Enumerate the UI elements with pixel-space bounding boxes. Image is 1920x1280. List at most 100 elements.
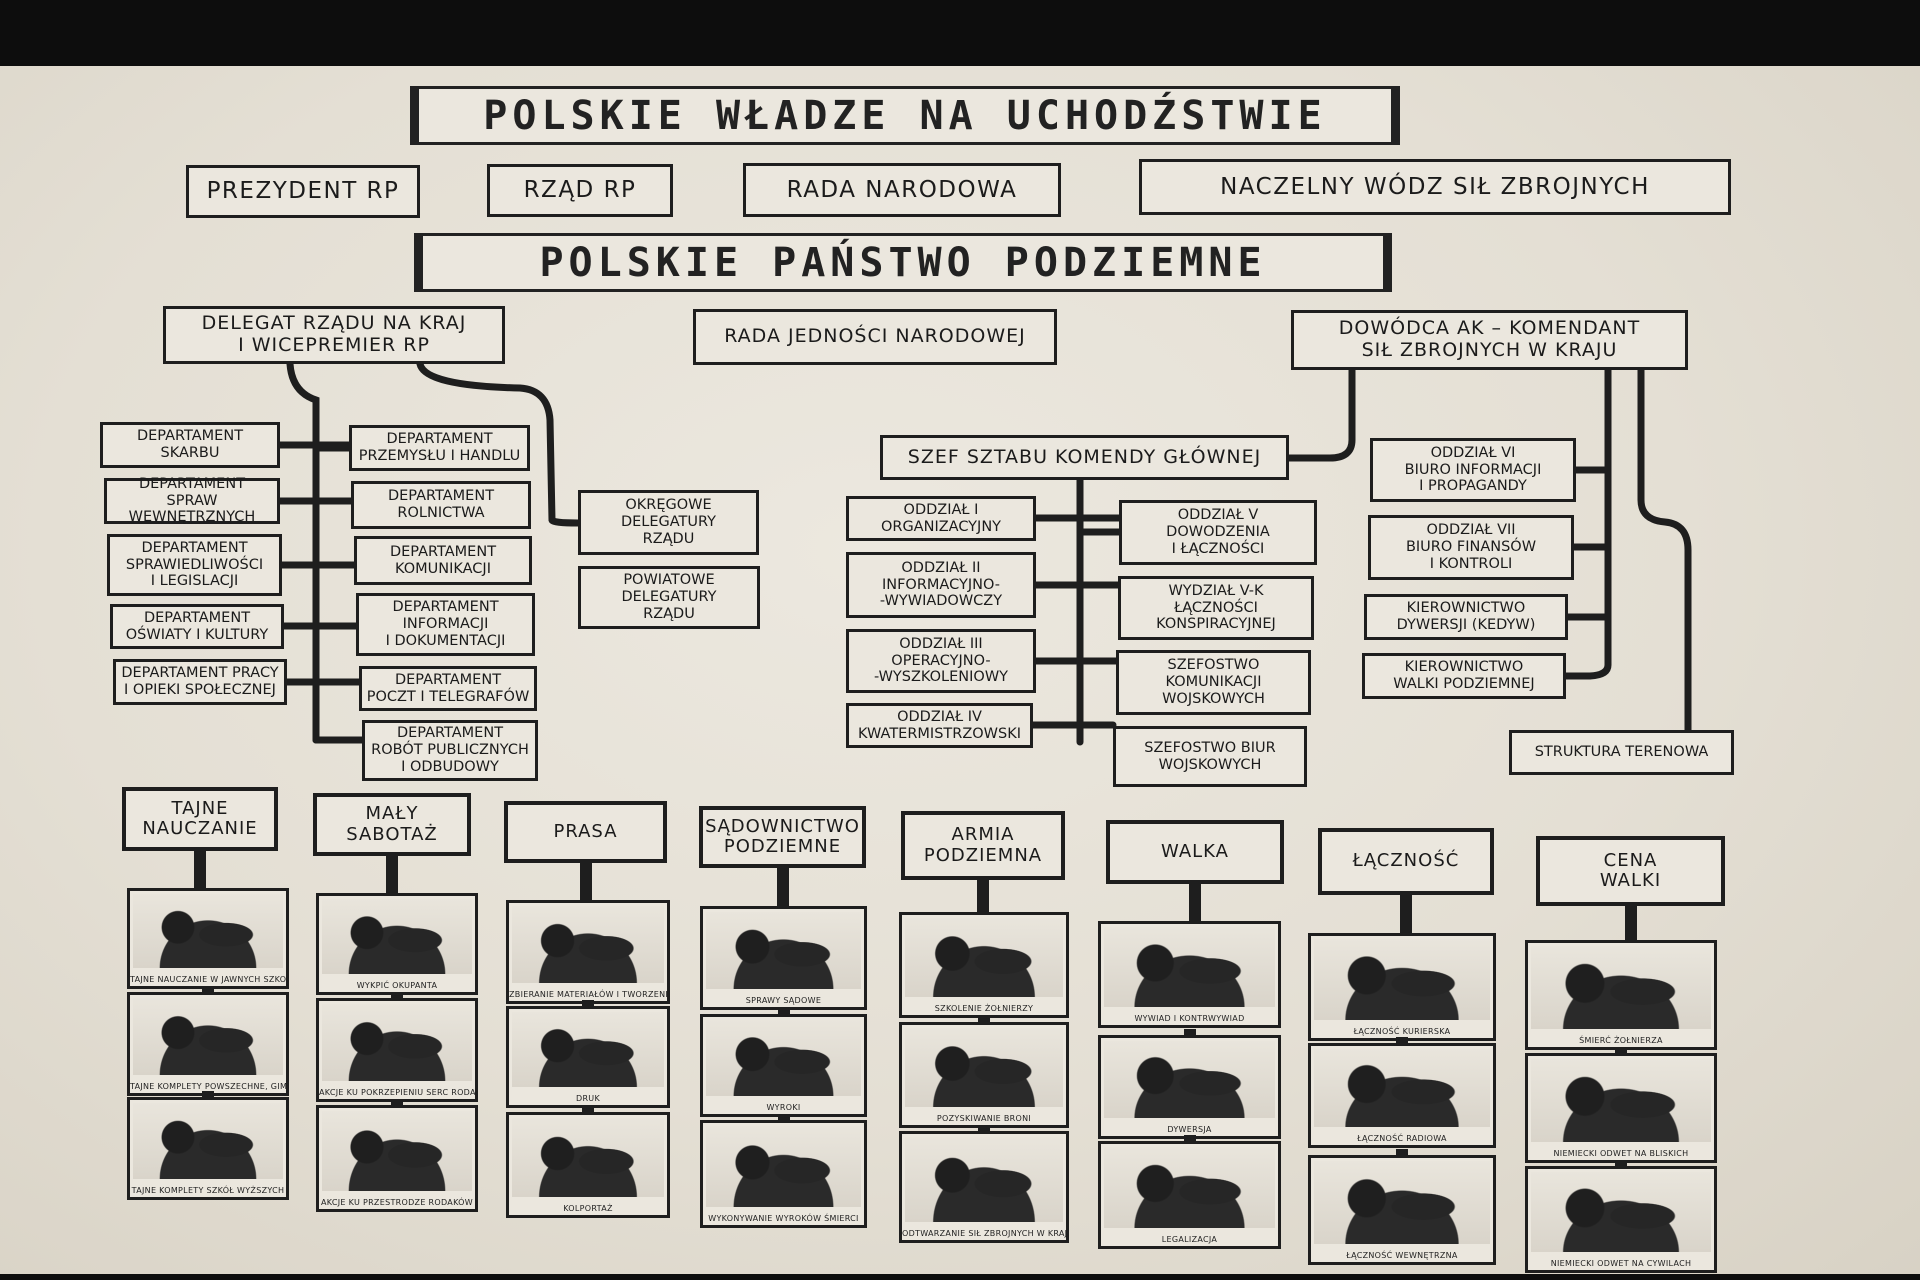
dept-rolnictwa: DEPARTAMENT ROLNICTWA	[351, 481, 531, 529]
silhouette-illustration	[706, 912, 861, 989]
box-prezydent: PREZYDENT RP	[186, 165, 420, 218]
illustration-panel: NIEMIECKI ODWET NA BLISKICH	[1525, 1053, 1717, 1163]
panel-connector	[1183, 1135, 1196, 1143]
box-rada-jednosci: RADA JEDNOŚCI NARODOWEJ	[693, 309, 1057, 365]
dept-komunikacji: DEPARTAMENT KOMUNIKACJI	[354, 536, 532, 585]
box-oddzial-3: ODDZIAŁ III OPERACYJNO- -WYSZKOLENIOWY	[846, 629, 1036, 693]
panel-caption: ZBIERANIE MATERIAŁÓW I TWORZENIE TEKSTÓW	[509, 990, 670, 999]
panel-caption: ŁĄCZNOŚĆ WEWNĘTRZNA	[1346, 1251, 1458, 1260]
box-oddzial-5: ODDZIAŁ V DOWODZENIA I ŁĄCZNOŚCI	[1119, 500, 1317, 565]
illustration-panel: ŚMIERĆ ŻOŁNIERZA	[1525, 940, 1717, 1050]
silhouette-illustration	[133, 894, 283, 968]
illustration-panel: TAJNE KOMPLETY SZKÓŁ WYŻSZYCH	[127, 1097, 289, 1200]
silhouette-illustration	[905, 1028, 1063, 1107]
panel-caption: AKCJE KU POKRZEPIENIU SERC RODAKÓW	[319, 1088, 476, 1097]
box-rada-narodowa: RADA NARODOWA	[743, 163, 1061, 217]
dept-robot-publicznych: DEPARTAMENT ROBÓT PUBLICZNYCH I ODBUDOWY	[362, 720, 538, 781]
box-szef-sztabu: SZEF SZTABU KOMENDY GŁÓWNEJ	[880, 435, 1289, 480]
silhouette-illustration	[1531, 1172, 1711, 1252]
category-connector	[194, 851, 206, 888]
panel-connector	[202, 986, 214, 994]
silhouette-illustration	[1531, 946, 1711, 1029]
illustration-panel: ZBIERANIE MATERIAŁÓW I TWORZENIE TEKSTÓW	[506, 900, 670, 1004]
panel-caption: POZYSKIWANIE BRONI	[936, 1114, 1032, 1123]
category-connector	[386, 856, 398, 893]
panel-caption: AKCJE KU PRZESTRODZE RODAKÓW	[321, 1198, 473, 1207]
panel-caption: WYROKI	[766, 1103, 801, 1112]
box-okregowe-delegatury: OKRĘGOWE DELEGATURY RZĄDU	[578, 490, 759, 555]
category-connector	[1189, 884, 1201, 921]
panel-caption: KOLPORTAŻ	[563, 1204, 613, 1213]
title-underground-state: POLSKIE PAŃSTWO PODZIEMNE	[414, 233, 1392, 292]
category-header: ŁĄCZNOŚĆ	[1318, 828, 1494, 895]
illustration-panel: SPRAWY SĄDOWE	[700, 906, 867, 1010]
box-oddzial-7: ODDZIAŁ VII BIURO FINANSÓW I KONTROLI	[1368, 515, 1574, 580]
dept-informacji: DEPARTAMENT INFORMACJI I DOKUMENTACJI	[356, 593, 535, 656]
illustration-panel: AKCJE KU PRZESTRODZE RODAKÓW	[316, 1105, 478, 1212]
panel-caption: SPRAWY SĄDOWE	[745, 996, 822, 1005]
silhouette-illustration	[1531, 1059, 1711, 1142]
illustration-panel: WYROKI	[700, 1014, 867, 1117]
connector-dowodca-units	[1562, 366, 1612, 680]
panel-caption: LEGALIZACJA	[1161, 1235, 1218, 1244]
dept-poczt: DEPARTAMENT POCZT I TELEGRAFÓW	[359, 666, 537, 711]
silhouette-illustration	[706, 1020, 861, 1096]
silhouette-illustration	[133, 1103, 283, 1179]
panel-connector	[777, 1114, 790, 1122]
illustration-panel: NIEMIECKI ODWET NA CYWILACH	[1525, 1166, 1717, 1273]
category-header: PRASA	[504, 801, 667, 863]
panel-connector	[391, 992, 403, 1000]
illustration-panel: KOLPORTAŻ	[506, 1112, 670, 1218]
silhouette-illustration	[905, 918, 1063, 997]
category-connector	[579, 863, 592, 900]
illustration-panel: WYKONYWANIE WYROKÓW ŚMIERCI	[700, 1120, 867, 1228]
category-header: ARMIA PODZIEMNA	[901, 811, 1065, 880]
panel-connector	[202, 1091, 214, 1099]
silhouette-illustration	[1314, 1049, 1490, 1127]
panel-connector	[582, 1106, 594, 1114]
illustration-panel: ŁĄCZNOŚĆ WEWNĘTRZNA	[1308, 1155, 1496, 1265]
connector-staff-stubs	[1029, 514, 1123, 729]
box-struktura-terenowa: STRUKTURA TERENOWA	[1509, 730, 1734, 775]
box-dowodca-ak: DOWÓDCA AK – KOMENDANT SIŁ ZBROJNYCH W K…	[1291, 310, 1688, 370]
category-connector	[1624, 906, 1637, 940]
illustration-panel: DYWERSJA	[1098, 1035, 1281, 1139]
illustration-panel: SZKOLENIE ŻOŁNIERZY	[899, 912, 1069, 1018]
box-szefostwo-biur: SZEFOSTWO BIUR WOJSKOWYCH	[1113, 726, 1307, 787]
box-oddzial-4: ODDZIAŁ IV KWATERMISTRZOWSKI	[846, 703, 1033, 748]
box-rzad: RZĄD RP	[487, 164, 673, 217]
illustration-panel: ODTWARZANIE SIŁ ZBROJNYCH W KRAJU	[899, 1131, 1069, 1243]
illustration-panel: ŁĄCZNOŚĆ KURIERSKA	[1308, 933, 1496, 1041]
box-oddzial-2: ODDZIAŁ II INFORMACYJNO- -WYWIADOWCZY	[846, 552, 1036, 618]
panel-connector	[978, 1125, 990, 1133]
panel-caption: DRUK	[575, 1094, 601, 1103]
category-header: MAŁY SABOTAŻ	[313, 793, 471, 856]
silhouette-illustration	[133, 998, 283, 1075]
category-connector	[977, 880, 989, 912]
connector-dowodca-territorial	[1637, 366, 1692, 734]
box-kedyw: KIEROWNICTWO DYWERSJI (KEDYW)	[1364, 594, 1568, 640]
dept-skarbu: DEPARTAMENT SKARBU	[100, 422, 280, 468]
box-oddzial-6: ODDZIAŁ VI BIURO INFORMACJI I PROPAGANDY	[1370, 438, 1576, 502]
silhouette-illustration	[1314, 939, 1490, 1020]
silhouette-illustration	[512, 906, 664, 983]
connector-dept-stubs	[276, 441, 366, 744]
connector-delegat-departments	[286, 360, 320, 744]
dept-pracy: DEPARTAMENT PRACY I OPIEKI SPOŁECZNEJ	[113, 659, 287, 705]
silhouette-illustration	[706, 1126, 861, 1207]
panel-connector	[1396, 1037, 1408, 1045]
illustration-panel: POZYSKIWANIE BRONI	[899, 1022, 1069, 1128]
dept-spraw-wewnetrznych: DEPARTAMENT SPRAW WEWNĘTRZNYCH	[104, 476, 280, 525]
box-oddzial-1: ODDZIAŁ I ORGANIZACYJNY	[846, 496, 1036, 541]
panel-caption: ŚMIERĆ ŻOŁNIERZA	[1579, 1036, 1663, 1045]
panel-connector	[777, 1008, 790, 1016]
illustration-panel: AKCJE KU POKRZEPIENIU SERC RODAKÓW	[316, 998, 478, 1102]
silhouette-illustration	[1104, 927, 1275, 1007]
panel-caption: WYKONYWANIE WYROKÓW ŚMIERCI	[708, 1214, 859, 1223]
category-header: WALKA	[1106, 820, 1284, 884]
panel-connector	[582, 1000, 594, 1008]
connector-dowodca-szef	[1285, 366, 1356, 462]
panel-caption: TAJNE NAUCZANIE W JAWNYCH SZKOŁACH	[130, 975, 287, 984]
panel-caption: TAJNE KOMPLETY SZKÓŁ WYŻSZYCH	[131, 1186, 285, 1195]
illustration-panel: TAJNE NAUCZANIE W JAWNYCH SZKOŁACH	[127, 888, 289, 989]
